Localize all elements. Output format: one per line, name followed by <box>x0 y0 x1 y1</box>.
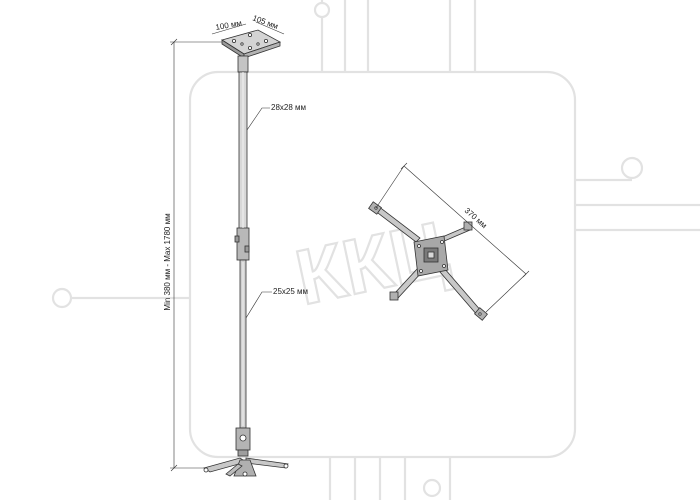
height-dimension-line <box>170 38 222 472</box>
projector-bracket-base <box>203 457 289 477</box>
watermark-node-left <box>51 287 73 309</box>
plate-dimension-lines <box>211 21 285 35</box>
upper-tube-label: 28х28 мм <box>271 103 306 112</box>
adjustable-arms-bracket <box>368 201 488 321</box>
telescopic-pole <box>234 55 250 429</box>
pole-clamp <box>236 227 250 261</box>
lower-tube-label: 25х25 мм <box>273 287 308 296</box>
watermark-node-right <box>620 156 644 180</box>
tube-leaders <box>245 107 272 319</box>
tilt-joint <box>235 427 251 457</box>
plate-width-label: 100 мм <box>215 18 243 31</box>
watermark-node-bottom <box>422 478 442 498</box>
watermark-frame <box>188 70 577 459</box>
arm-span-dimension-line <box>375 162 530 313</box>
pole-collar-top <box>237 55 249 73</box>
plate-depth-label: 105 мм <box>251 13 279 31</box>
ceiling-plate <box>221 29 281 59</box>
watermark-node-top <box>313 1 331 19</box>
height-range-label: Min 380 мм - Max 1780 мм <box>163 213 172 310</box>
watermark <box>51 0 700 500</box>
